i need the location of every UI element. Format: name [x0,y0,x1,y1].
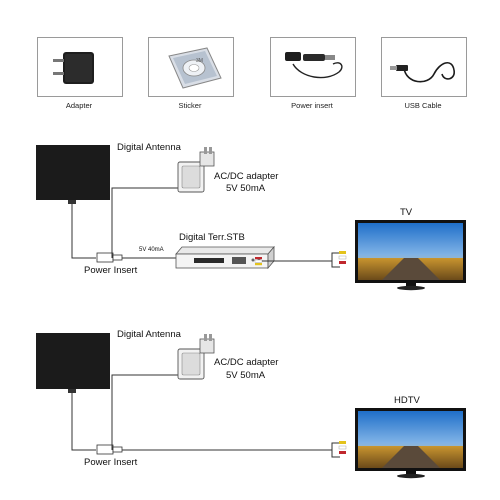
usb-cable-tile [381,37,467,97]
hdtv [355,408,466,479]
rca-plugs-hdtv [338,441,347,454]
ac-dc-adapter-2 [177,334,215,380]
diagram2-group [36,333,466,479]
power-adapter-icon [53,52,94,84]
stb-label: Digital Terr.STB [179,232,245,243]
digital-antenna-2 [36,333,110,389]
adapter-label-1-line1: AC/DC adapter [214,171,279,182]
usb-cable-caption: USB Cable [404,101,442,110]
power-insert-2 [96,444,114,455]
adapter-tile [37,37,123,97]
tv-1 [355,220,466,291]
sticker-roll-icon: 3M [168,47,222,89]
rca-plugs-stb [254,257,263,266]
adapter-label-2-line2: 5V 50mA [226,370,266,381]
adapter-label-2-line1: AC/DC adapter [214,357,279,368]
digital-antenna-1 [36,145,110,200]
adapter-label-1-line2: 5V 50mA [226,183,266,194]
usb-cable-icon [390,62,455,83]
adapter-caption: Adapter [65,101,93,110]
power-insert-1 [96,252,114,263]
svg-text:3M: 3M [196,58,203,64]
power-insert-label-1: Power Insert [84,265,138,276]
diagram1-group [36,145,466,291]
digital-terr-stb [175,245,275,270]
power-insert-caption: Power insert [291,101,333,110]
hdtv-label: HDTV [394,395,420,406]
ac-dc-adapter-1 [177,147,215,193]
power-insert-label-2: Power Insert [84,457,138,468]
power-insert-tile [270,37,356,97]
current-label: 5V 40mA [139,247,164,253]
rca-plugs-tv [338,251,347,264]
antenna-label-1: Digital Antenna [117,142,181,153]
sticker-tile: 3M [148,37,234,97]
power-insert-icon [285,52,343,79]
sticker-caption: Sticker [178,101,202,110]
antenna-label-2: Digital Antenna [117,329,181,340]
tv-label: TV [400,207,413,218]
